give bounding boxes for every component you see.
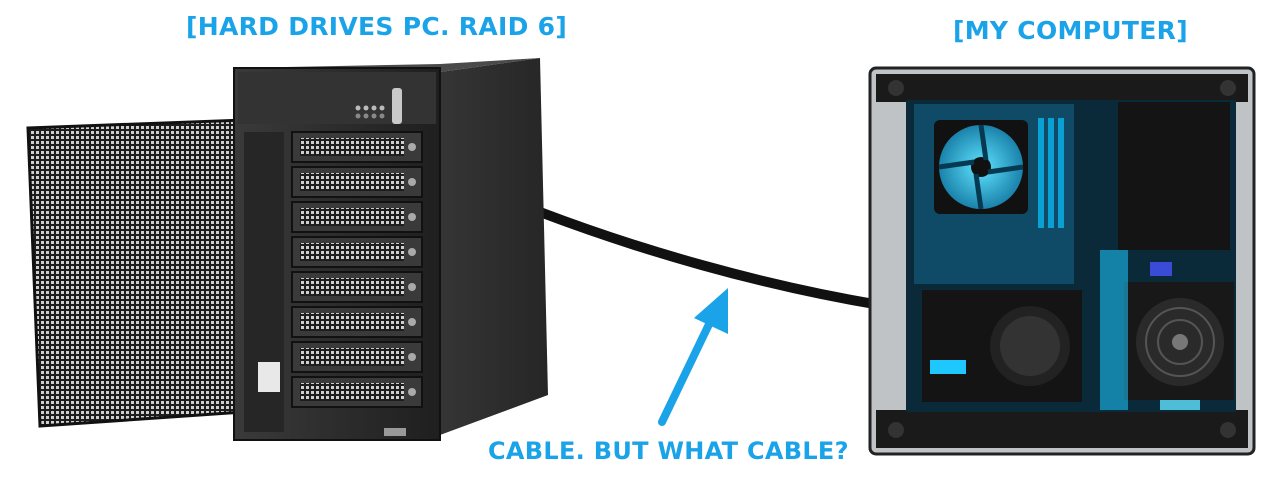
- drive-bays: [291, 131, 423, 408]
- drive-bay: [291, 341, 423, 373]
- pc-case: [868, 66, 1256, 456]
- cpu-fan-icon: [934, 120, 1028, 214]
- status-leds: [355, 105, 385, 119]
- arrow-icon: [658, 288, 728, 426]
- ram-sticks: [1038, 118, 1064, 228]
- drive-bay: [291, 201, 423, 233]
- psu-fan-icon: [1124, 282, 1234, 400]
- drive-bay: [291, 131, 423, 163]
- power-button-icon: [392, 88, 402, 124]
- drive-cage: [1118, 102, 1230, 250]
- sticker: [258, 362, 280, 392]
- computer-label: [MY COMPUTER]: [953, 16, 1188, 45]
- drive-bay: [291, 166, 423, 198]
- drive-bay: [291, 376, 423, 408]
- drive-bay: [291, 306, 423, 338]
- drive-bay: [291, 271, 423, 303]
- cable: [538, 207, 881, 310]
- gpu-icon: [922, 290, 1082, 402]
- usb-port-icon: [384, 428, 406, 436]
- cable-question-label: CABLE. BUT WHAT CABLE?: [488, 437, 849, 465]
- raid-enclosure: [26, 58, 548, 441]
- mesh-door: [26, 118, 246, 428]
- enclosure-side: [440, 58, 548, 435]
- drive-bay: [291, 236, 423, 268]
- enclosure-label: [HARD DRIVES PC. RAID 6]: [186, 12, 568, 41]
